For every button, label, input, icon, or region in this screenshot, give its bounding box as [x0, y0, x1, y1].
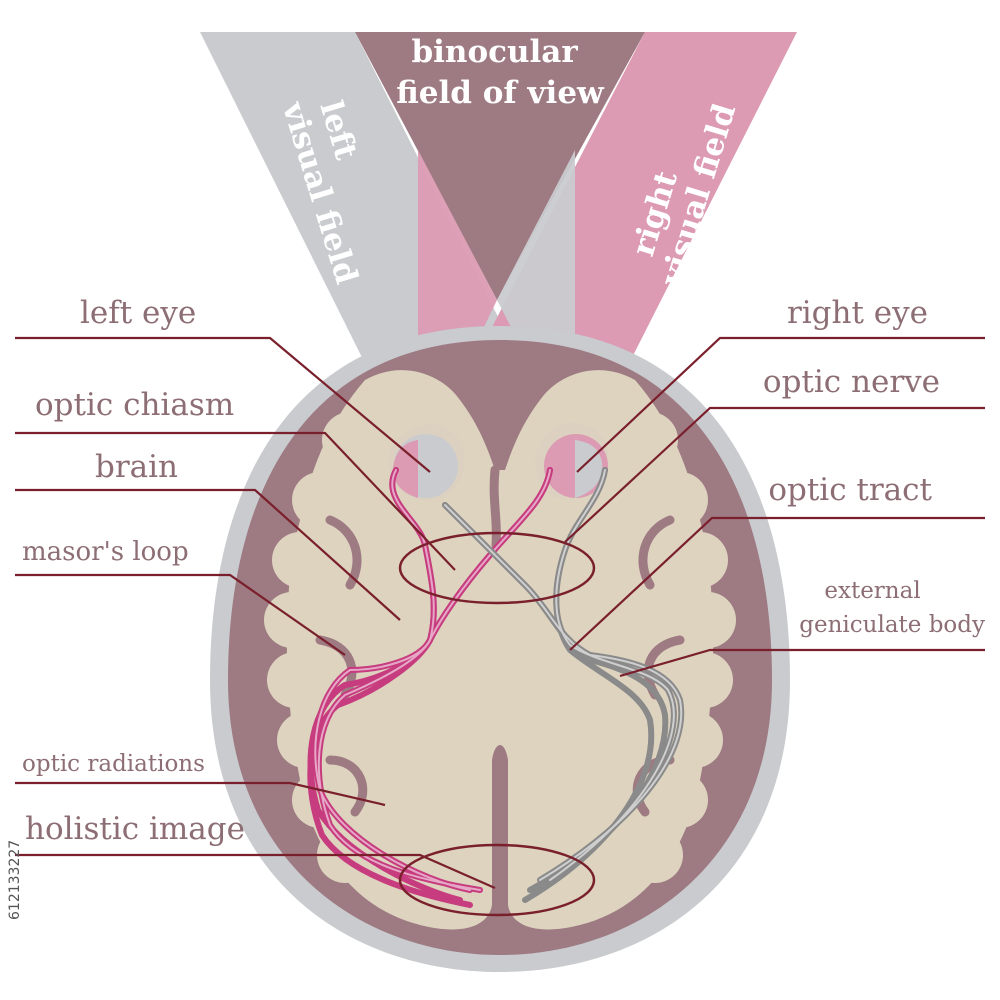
label-left-eye: left eye — [80, 295, 196, 331]
svg-text:612133227: 612133227 — [7, 840, 23, 920]
leader-masors-loop — [15, 573, 346, 656]
label-holistic-image: holistic image — [25, 811, 245, 847]
label-masors-loop: masor's loop — [22, 537, 189, 567]
optic-chiasm-highlight — [398, 531, 596, 605]
leader-left-eye — [15, 336, 431, 473]
leader-holistic-image — [15, 853, 496, 890]
binocular-field-cone — [355, 32, 645, 300]
right-eye-graphic — [535, 422, 609, 500]
binocular-field-label: binocular field of view — [396, 34, 605, 111]
label-external-geniculate-body: external geniculate body — [799, 578, 985, 638]
leader-optic-radiations — [15, 781, 386, 807]
leader-optic-nerve — [564, 406, 985, 543]
leader-brain — [15, 488, 401, 621]
brain-tissue — [264, 370, 736, 930]
label-brain: brain — [95, 449, 178, 485]
stock-id-watermark: 612133227 — [7, 840, 23, 920]
label-optic-chiasm: optic chiasm — [35, 387, 234, 423]
label-optic-radiations: optic radiations — [22, 751, 205, 777]
label-optic-nerve: optic nerve — [763, 364, 940, 400]
left-eye-graphic — [388, 424, 465, 501]
leader-right-eye — [576, 336, 985, 473]
label-optic-tract: optic tract — [768, 472, 932, 508]
leader-external-geniculate-body — [619, 648, 985, 678]
label-right-eye: right eye — [787, 295, 928, 331]
holistic-image-highlight — [398, 843, 596, 917]
leader-optic-tract — [569, 516, 985, 651]
leader-lines — [15, 336, 985, 890]
leader-optic-chiasm — [15, 431, 456, 571]
